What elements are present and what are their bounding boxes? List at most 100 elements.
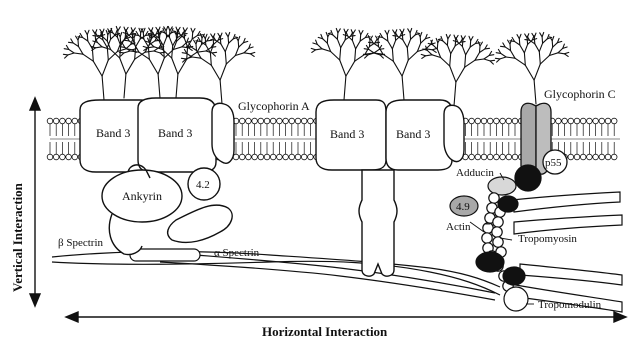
lipid-head [494,154,500,160]
sugar-branch [369,49,374,53]
sugar-branch [192,35,197,39]
sugar-branch [211,47,216,48]
lipid-head [574,154,580,160]
label-actin: Actin [446,221,471,233]
sugar-branch [244,53,250,54]
sugar-branch [197,51,206,52]
sugar-branch [125,31,126,37]
lipid-head [587,154,593,160]
sugar-branch [213,38,214,44]
sugar-branch [527,38,528,44]
sugar-branch [462,40,463,46]
ankyrin-complex [102,165,232,255]
sugar-branch [420,32,422,36]
sugar-branch [500,57,506,59]
sugar-branch [542,37,543,43]
sugar-branch [480,49,485,53]
sugar-branch [220,64,226,80]
sugar-branch [120,37,121,43]
actin-monomer [489,193,499,203]
sugar-branch [432,50,436,53]
sugar-branch [69,49,74,53]
sugar-branch [524,53,525,65]
lipid-head [512,154,518,160]
sugar-branch [340,48,341,60]
sugar-branch [87,35,88,41]
label-horizontal-interaction: Horizontal Interaction [262,324,388,339]
sugar-branch [124,74,126,98]
sugar-branch [355,49,356,61]
sugar-branch [311,48,315,49]
lipid-head [72,154,78,160]
sugar-branch [402,29,404,33]
sugar-branch [451,46,456,54]
horizontal-arrow-head-left [66,312,78,322]
sugar-branch [124,27,126,31]
sugar-branch [212,53,215,56]
sugar-branch [149,59,158,74]
label-p55: p55 [545,157,562,169]
lipid-head [295,118,301,124]
sugar-branch [408,52,417,61]
lipid-head [258,118,264,124]
lipid-head [605,118,611,124]
lipid-head [475,118,481,124]
sugar-branch [410,29,412,33]
lipid-head [295,154,301,160]
sugar-branch [316,49,322,50]
lipid-head [599,154,605,160]
sugar-branch [117,31,118,37]
sugar-branch [143,28,145,32]
sugar-branch [534,37,535,43]
label-vertical-interaction: Vertical Interaction [10,182,25,292]
sugar-branch [159,35,160,41]
protein-4-1-b [503,267,525,285]
sugar-branch [120,32,122,36]
label-band3-2: Band 3 [158,126,192,140]
sugar-branch [68,53,74,55]
sugar-branch [73,43,78,47]
sugar-branch [63,54,68,55]
sugar-branch [177,31,178,37]
sugar-branch [407,48,408,60]
sugar-branch [225,52,226,64]
sugar-branch [525,65,534,80]
sugar-branch [420,37,421,43]
sugar-branch [136,39,141,47]
lipid-head [246,118,252,124]
lipid-head [258,154,264,160]
glycophorin-a-left [212,103,234,163]
sugar-branch [160,53,163,56]
sugar-branch [448,35,450,39]
sugar-branch [341,40,346,48]
sugar-branch [176,74,178,98]
label-tropomodulin: Tropomodulin [538,299,602,311]
label-4-9: 4.9 [456,201,470,213]
sugar-branch [205,34,207,38]
sugar-branch [374,49,379,53]
sugar-branch [134,38,135,44]
sugar-branch [519,39,520,45]
carbohydrate-chains [63,27,568,107]
sugar-branch [205,39,206,45]
sugar-branch [327,37,328,43]
sugar-branch [88,41,93,49]
sugar-branch [148,47,149,59]
sugar-branch [450,66,456,82]
sugar-branch [197,45,202,53]
label-band3-4: Band 3 [396,127,430,141]
sugar-branch [229,39,234,43]
sugar-branch [184,32,185,38]
vertical-arrow-head-top [30,98,40,110]
sugar-branch [558,48,563,52]
sugar-branch [426,55,432,56]
sugar-branch [511,51,516,59]
sugar-branch [221,44,226,52]
sugar-branch [427,50,432,54]
sugar-branch [187,53,192,57]
sugar-branch [471,37,473,41]
lipid-head [246,154,252,160]
spectrin-domain [130,249,200,261]
sugar-branch [465,55,466,67]
lipid-head [494,118,500,124]
